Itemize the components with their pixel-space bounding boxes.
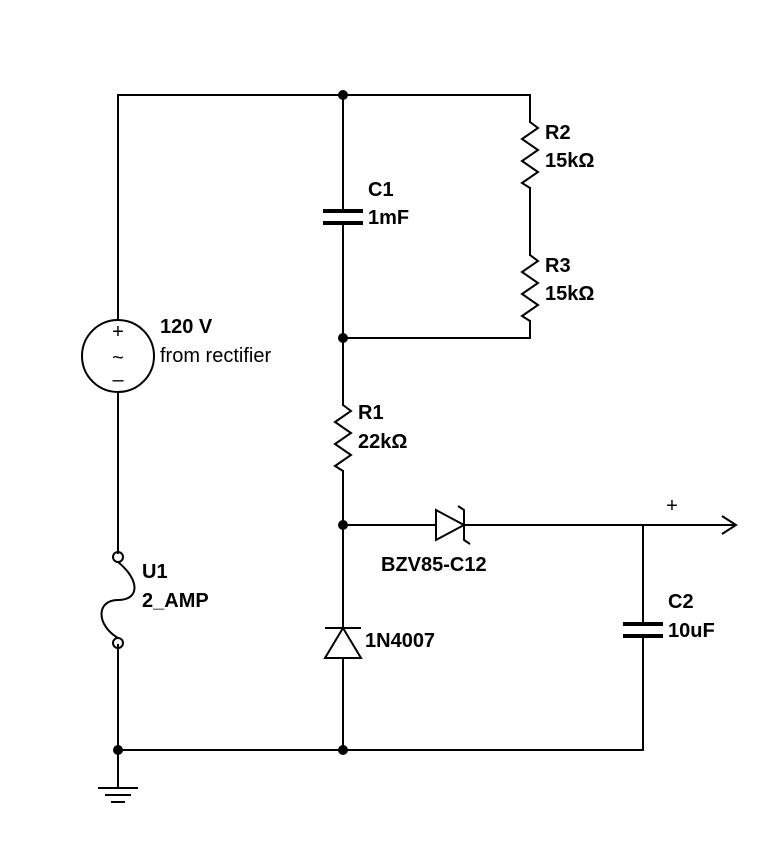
zener-diode: BZV85-C12	[381, 505, 487, 576]
ac-source-icon	[81, 319, 155, 393]
junction-dot	[338, 90, 348, 100]
source-plus-sign: +	[112, 321, 124, 343]
zener-part-label: BZV85-C12	[381, 554, 487, 576]
r3-value-label: 15kΩ	[545, 283, 594, 305]
source-note-label: from rectifier	[160, 345, 271, 367]
capacitor-c2: C2 10uF	[623, 591, 715, 642]
r3-ref-label: R3	[545, 255, 571, 277]
junctions	[113, 90, 348, 755]
output-terminal: +	[666, 495, 738, 535]
r1-ref-label: R1	[358, 402, 384, 424]
output-arrow-icon	[721, 515, 738, 535]
ground	[98, 787, 138, 803]
c1-value-label: 1mF	[368, 207, 409, 229]
diode-icon	[323, 626, 363, 659]
resistor-r2: R2 15kΩ	[520, 121, 594, 189]
fuse-value-label: 2_AMP	[142, 590, 209, 612]
fuse-icon	[100, 551, 136, 649]
fuse-ref-label: U1	[142, 561, 168, 583]
resistor-icon	[333, 404, 353, 472]
ac-source: + ~ – 120 V from rectifier	[81, 316, 271, 393]
r2-ref-label: R2	[545, 122, 571, 144]
fuse: U1 2_AMP	[100, 551, 209, 649]
capacitor-icon	[323, 209, 363, 225]
capacitor-icon	[623, 622, 663, 638]
source-tilde: ~	[112, 347, 124, 369]
zener-diode-icon	[435, 505, 471, 545]
junction-dot	[338, 333, 348, 343]
resistor-icon	[520, 254, 540, 322]
ground-icon	[98, 787, 138, 803]
junction-dot	[113, 745, 123, 755]
c1-ref-label: C1	[368, 179, 394, 201]
resistor-icon	[520, 121, 540, 189]
output-polarity-label: +	[666, 495, 678, 517]
junction-dot	[338, 520, 348, 530]
capacitor-c1: C1 1mF	[323, 179, 409, 229]
diode-part-label: 1N4007	[365, 630, 435, 652]
source-minus-sign: –	[112, 369, 124, 391]
wires	[117, 94, 736, 788]
source-voltage-label: 120 V	[160, 316, 213, 338]
r2-value-label: 15kΩ	[545, 150, 594, 172]
diode: 1N4007	[323, 626, 435, 659]
c2-value-label: 10uF	[668, 620, 715, 642]
c2-ref-label: C2	[668, 591, 694, 613]
r1-value-label: 22kΩ	[358, 431, 407, 453]
resistor-r1: R1 22kΩ	[333, 402, 407, 472]
resistor-r3: R3 15kΩ	[520, 254, 594, 322]
junction-dot	[338, 745, 348, 755]
